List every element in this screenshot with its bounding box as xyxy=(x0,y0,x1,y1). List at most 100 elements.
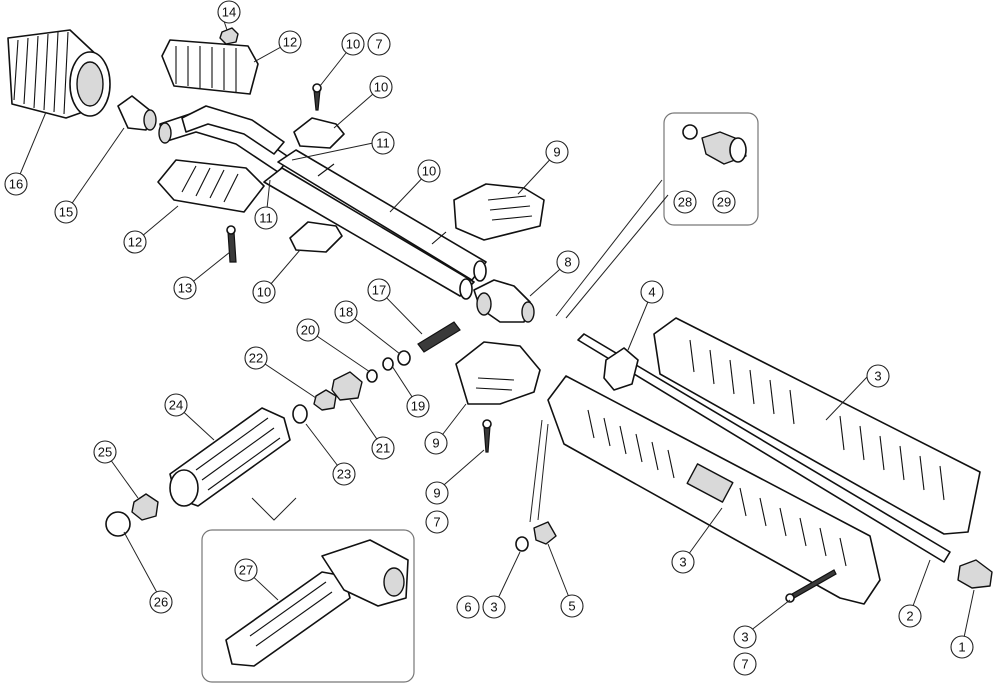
part-27-alt-handle xyxy=(225,539,409,667)
callout: 11 xyxy=(371,131,395,155)
callout-number: 7 xyxy=(741,657,748,672)
part-4-rod xyxy=(577,333,951,563)
callout: 25 xyxy=(93,440,117,464)
part-3-housing-upper xyxy=(653,317,981,535)
part-10-clamp-upper xyxy=(293,117,345,149)
callout-number: 10 xyxy=(374,80,388,95)
detail-frame-pointer xyxy=(251,497,297,521)
part-25-nut xyxy=(131,493,159,521)
part-13-screw xyxy=(226,225,237,263)
callout-number: 3 xyxy=(741,630,748,645)
callout: 3 xyxy=(671,550,695,574)
callout-number: 17 xyxy=(372,283,386,298)
callout: 10 xyxy=(252,280,276,304)
callout-number: 25 xyxy=(98,445,112,460)
callout-number: 18 xyxy=(339,305,353,320)
callout-number: 26 xyxy=(154,595,168,610)
callout: 10 xyxy=(341,32,365,56)
callout-number: 3 xyxy=(490,600,497,615)
callout-number: 28 xyxy=(678,195,692,210)
callout-number: 19 xyxy=(411,399,425,414)
callout-number: 10 xyxy=(346,37,360,52)
callout-number: 15 xyxy=(59,205,73,220)
callout: 15 xyxy=(54,200,78,224)
detail-frame-alt-handle xyxy=(201,529,415,683)
callout: 6 xyxy=(456,595,480,619)
callout: 19 xyxy=(406,394,430,418)
callout: 3 xyxy=(866,364,890,388)
callout-number: 6 xyxy=(464,600,471,615)
callout: 7 xyxy=(733,652,757,676)
callout-number: 27 xyxy=(239,563,253,578)
callout: 24 xyxy=(164,393,188,417)
callout: 4 xyxy=(640,280,664,304)
callout-number: 4 xyxy=(648,285,655,300)
part-17-threaded-stem xyxy=(417,321,461,353)
part-28-o-ring xyxy=(682,124,698,140)
callout: 3 xyxy=(733,625,757,649)
callout: 28 xyxy=(673,190,697,214)
part-7-screw xyxy=(312,83,322,111)
callout: 21 xyxy=(371,436,395,460)
part-3-screw xyxy=(785,569,837,603)
part-16-knurled-nut xyxy=(7,29,111,119)
part-22-nut xyxy=(313,389,337,411)
callout-number: 3 xyxy=(874,369,881,384)
callout: 9 xyxy=(545,140,569,164)
callout: 16 xyxy=(4,172,28,196)
detail-link-5-6b xyxy=(537,423,549,521)
callout-number: 11 xyxy=(259,211,273,226)
part-21-nut xyxy=(331,371,363,401)
callout-number: 11 xyxy=(376,136,390,151)
callout: 26 xyxy=(149,590,173,614)
callout: 9 xyxy=(425,481,449,505)
part-26-washer xyxy=(105,511,131,537)
callout-number: 20 xyxy=(301,323,315,338)
callout-number: 5 xyxy=(568,599,575,614)
part-12-upper-grip-half xyxy=(161,39,259,95)
callout: 7 xyxy=(425,510,449,534)
callout: 12 xyxy=(278,30,302,54)
callout: 18 xyxy=(334,300,358,324)
part-23-washer xyxy=(292,404,308,424)
callout-number: 10 xyxy=(257,285,271,300)
callout: 22 xyxy=(244,346,268,370)
callout-number: 7 xyxy=(433,515,440,530)
part-6-o-ring xyxy=(515,536,529,552)
callout-number: 8 xyxy=(564,255,571,270)
callout-number: 23 xyxy=(337,467,351,482)
callout: 23 xyxy=(332,462,356,486)
part-19-o-ring xyxy=(382,357,394,371)
callout: 11 xyxy=(254,206,278,230)
callout-number: 12 xyxy=(128,235,142,250)
callout-number: 7 xyxy=(375,37,382,52)
callout-number: 16 xyxy=(9,177,23,192)
callout-number: 12 xyxy=(283,35,297,50)
callout: 20 xyxy=(296,318,320,342)
callout: 8 xyxy=(556,250,580,274)
part-9-lower-cover xyxy=(455,341,541,405)
callout: 14 xyxy=(217,0,241,24)
part-1-end-cap xyxy=(957,559,993,589)
detail-frame-fittings xyxy=(663,112,759,226)
callout-number: 24 xyxy=(169,398,183,413)
detail-link-5-6 xyxy=(529,419,543,523)
callout: 5 xyxy=(560,594,584,618)
detail-frame-link xyxy=(555,179,663,317)
callout: 17 xyxy=(367,278,391,302)
part-14-small-nut xyxy=(219,27,239,45)
callout-number: 29 xyxy=(717,195,731,210)
part-3-housing-lower xyxy=(547,375,881,605)
callout: 10 xyxy=(369,75,393,99)
part-24-grip-handle xyxy=(169,407,291,507)
part-9-upper-cover xyxy=(453,183,545,241)
callout: 9 xyxy=(424,431,448,455)
callout-number: 9 xyxy=(433,486,440,501)
part-15-nipple xyxy=(117,95,157,131)
callout-number: 21 xyxy=(376,441,390,456)
callout-number: 10 xyxy=(422,164,436,179)
callout: 1 xyxy=(950,635,974,659)
callout: 29 xyxy=(712,190,736,214)
part-18-washer xyxy=(397,350,411,366)
